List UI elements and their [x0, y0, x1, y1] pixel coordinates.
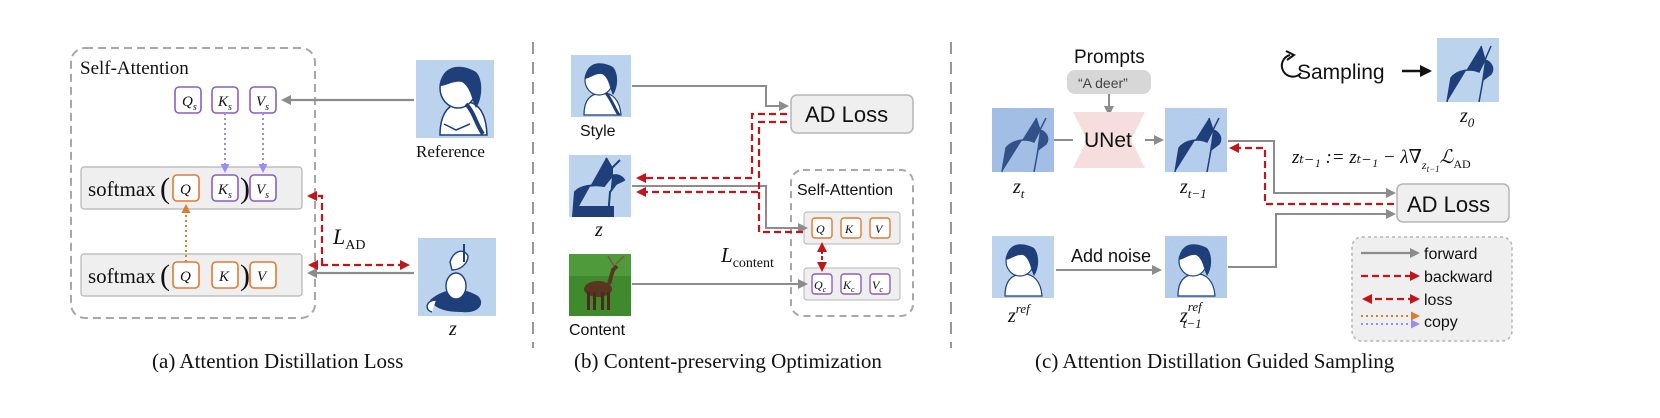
content-loss-symbol: Lcontent	[720, 243, 774, 271]
svg-text:Vs: Vs	[256, 94, 269, 113]
panel-b: Style z Content AD Loss Self-Attention	[569, 55, 914, 373]
z-label-a: z	[448, 318, 457, 340]
v-chip-b	[869, 217, 891, 239]
content-label: Content	[569, 322, 626, 339]
zt1-image	[1165, 108, 1227, 173]
style-label: Style	[580, 123, 616, 140]
content-backward-arrow	[636, 120, 787, 197]
ad-loss-box-c	[1396, 183, 1510, 223]
self-attention-box-b	[790, 169, 914, 317]
zt-image	[992, 108, 1054, 173]
z-image-a	[418, 238, 496, 316]
legend-loss-label: loss	[1424, 292, 1452, 309]
panel-c: Prompts “A deer” UNet zt zt−1 Sampling	[992, 38, 1513, 373]
paren-open-bottom: (	[160, 259, 170, 292]
adloss-backward-arrow-c	[1229, 143, 1394, 206]
self-attention-title-b: Self-Attention	[797, 182, 893, 199]
adloss-backward-arrow	[636, 112, 787, 183]
unet-shape	[1073, 112, 1145, 168]
svg-text:V: V	[257, 269, 268, 285]
svg-text:Q: Q	[180, 182, 191, 198]
caption-a: (a) Attention Distillation Loss	[152, 349, 403, 373]
svg-text:V: V	[875, 222, 884, 236]
paren-close-top: )	[240, 172, 250, 205]
vs-chip: Vs	[249, 86, 277, 114]
v-chip-bottom	[249, 261, 277, 289]
z-image-b	[569, 155, 631, 218]
svg-text:Qs: Qs	[182, 94, 197, 113]
zt1-to-adloss-arrow	[1228, 140, 1396, 198]
svg-text:Kc: Kc	[842, 278, 855, 294]
kc-chip-b	[840, 273, 862, 295]
reference-label: Reference	[416, 142, 485, 161]
svg-text:Q: Q	[180, 269, 191, 285]
z0-image	[1437, 38, 1499, 103]
prompt-chip	[1067, 70, 1151, 94]
caption-b: (b) Content-preserving Optimization	[574, 349, 882, 373]
z-to-attention-arrow	[632, 185, 808, 233]
self-attention-box	[70, 47, 316, 319]
k-chip-b	[840, 217, 862, 239]
caption-c: (c) Attention Distillation Guided Sampli…	[1035, 349, 1395, 373]
style-to-adloss-arrow	[632, 85, 789, 111]
z-label-b: z	[594, 219, 603, 241]
ad-loss-symbol: LAD	[332, 224, 365, 253]
style-image	[571, 55, 631, 117]
prompts-title: Prompts	[1074, 47, 1145, 68]
svg-text:K: K	[844, 222, 854, 236]
svg-text:Ks: Ks	[217, 94, 232, 113]
ks-chip: Ks	[211, 86, 239, 114]
qc-chip-b	[811, 273, 833, 295]
vc-chip-b	[869, 273, 891, 295]
zref-label: zref	[1007, 301, 1032, 327]
paren-close-bottom: )	[240, 259, 250, 292]
svg-text:Vc: Vc	[872, 278, 883, 294]
softmax-label-bottom: softmax	[88, 264, 156, 288]
svg-text:Qc: Qc	[814, 278, 827, 294]
sampling-loop-icon	[1280, 54, 1302, 78]
ad-loss-label-b: AD Loss	[805, 102, 888, 127]
ad-loss-label-c: AD Loss	[1407, 192, 1490, 217]
paren-open-top: (	[160, 172, 170, 205]
softmax-label-top: softmax	[88, 177, 156, 201]
q-chip-b	[811, 217, 833, 239]
svg-text:Q: Q	[816, 222, 825, 236]
ad-loss-backward-arrow	[307, 191, 324, 265]
unet-label: UNet	[1084, 129, 1132, 152]
zref1-image	[1165, 236, 1227, 298]
q-chip-top	[172, 174, 200, 202]
vs-chip-top	[249, 174, 277, 202]
z0-label: z0	[1459, 105, 1475, 130]
svg-text:K: K	[218, 269, 230, 285]
legend-copy-label: copy	[1424, 314, 1458, 331]
svg-text:Vs: Vs	[256, 182, 269, 201]
svg-text:Ks: Ks	[217, 182, 232, 201]
ad-loss-box-b	[790, 94, 914, 134]
self-attention-title: Self-Attention	[80, 58, 189, 79]
prompt-text: “A deer”	[1078, 75, 1128, 91]
qs-chip: Qs	[174, 86, 202, 114]
zt-label: zt	[1012, 176, 1025, 201]
k-chip-bottom	[211, 261, 239, 289]
ks-chip-top	[211, 174, 239, 202]
zref-image	[992, 236, 1054, 298]
zref1-to-adloss-arrow	[1228, 209, 1396, 268]
reference-image	[416, 60, 494, 138]
legend-forward-label: forward	[1424, 246, 1477, 263]
update-equation: zₜ₋₁ := zₜ₋₁ − λ∇zt−1ℒAD	[1291, 147, 1471, 174]
zt1-label: zt−1	[1179, 176, 1207, 201]
sampling-label: Sampling	[1297, 61, 1385, 84]
content-backward-branch	[757, 192, 806, 234]
content-image	[569, 254, 631, 316]
legend-backward-label: backward	[1424, 269, 1492, 286]
sampling-loop-arrowhead	[1285, 50, 1296, 61]
add-noise-label: Add noise	[1071, 246, 1151, 266]
panel-a: Self-Attention Qs Ks Vs softmax ( Q Ks )…	[70, 47, 496, 373]
